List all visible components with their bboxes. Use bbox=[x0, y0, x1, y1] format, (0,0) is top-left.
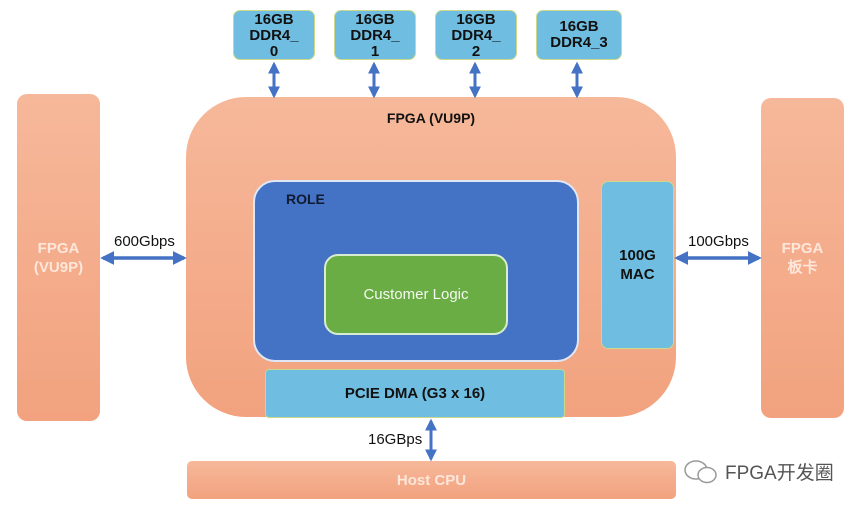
ddr-module-2: 16GB DDR4_ 2 bbox=[435, 10, 517, 60]
right-fpga-card: FPGA 板卡 bbox=[761, 98, 844, 418]
ddr-line2: DDR4_ bbox=[350, 27, 400, 44]
link-label-right: 100Gbps bbox=[688, 233, 749, 250]
right-fpga-label: FPGA 板卡 bbox=[781, 240, 824, 276]
mac-label: 100G MAC bbox=[619, 247, 656, 283]
ddr-line1: 16GB bbox=[254, 11, 294, 28]
pcie-dma-label: PCIE DMA (G3 x 16) bbox=[344, 385, 486, 402]
ddr-line3: 0 bbox=[269, 43, 279, 60]
mac-block: 100G MAC bbox=[601, 181, 674, 349]
left-fpga-label: FPGA (VU9P) bbox=[33, 239, 84, 276]
ddr-line1: 16GB bbox=[559, 18, 599, 35]
left-fpga-card: FPGA (VU9P) bbox=[17, 94, 100, 421]
ddr-line1: 16GB bbox=[355, 11, 395, 28]
ddr-line2: DDR4_ bbox=[451, 27, 501, 44]
ddr-line3: 2 bbox=[471, 43, 481, 60]
ddr-module-0: 16GB DDR4_ 0 bbox=[233, 10, 315, 60]
ddr-line2: DDR4_ bbox=[249, 27, 299, 44]
wechat-icon bbox=[684, 459, 717, 483]
ddr-line2: DDR4_3 bbox=[550, 34, 608, 51]
customer-logic-block: Customer Logic bbox=[324, 254, 508, 335]
host-cpu-label: Host CPU bbox=[396, 471, 467, 489]
ddr-line3: 1 bbox=[370, 43, 380, 60]
customer-logic-label: Customer Logic bbox=[363, 286, 469, 303]
ddr-line1: 16GB bbox=[456, 11, 496, 28]
ddr-module-1: 16GB DDR4_ 1 bbox=[334, 10, 416, 60]
pcie-dma-block: PCIE DMA (G3 x 16) bbox=[265, 369, 565, 418]
link-label-host: 16GBps bbox=[368, 431, 423, 448]
watermark-text: FPGA开发圈 bbox=[725, 463, 834, 484]
fpga-main-title: FPGA (VU9P) bbox=[386, 110, 476, 126]
role-label: ROLE bbox=[286, 191, 325, 207]
watermark: FPGA开发圈 bbox=[683, 458, 834, 485]
ddr-module-3: 16GB DDR4_3 bbox=[536, 10, 622, 60]
host-cpu-block: Host CPU bbox=[187, 461, 676, 499]
link-label-left: 600Gbps bbox=[114, 233, 175, 250]
